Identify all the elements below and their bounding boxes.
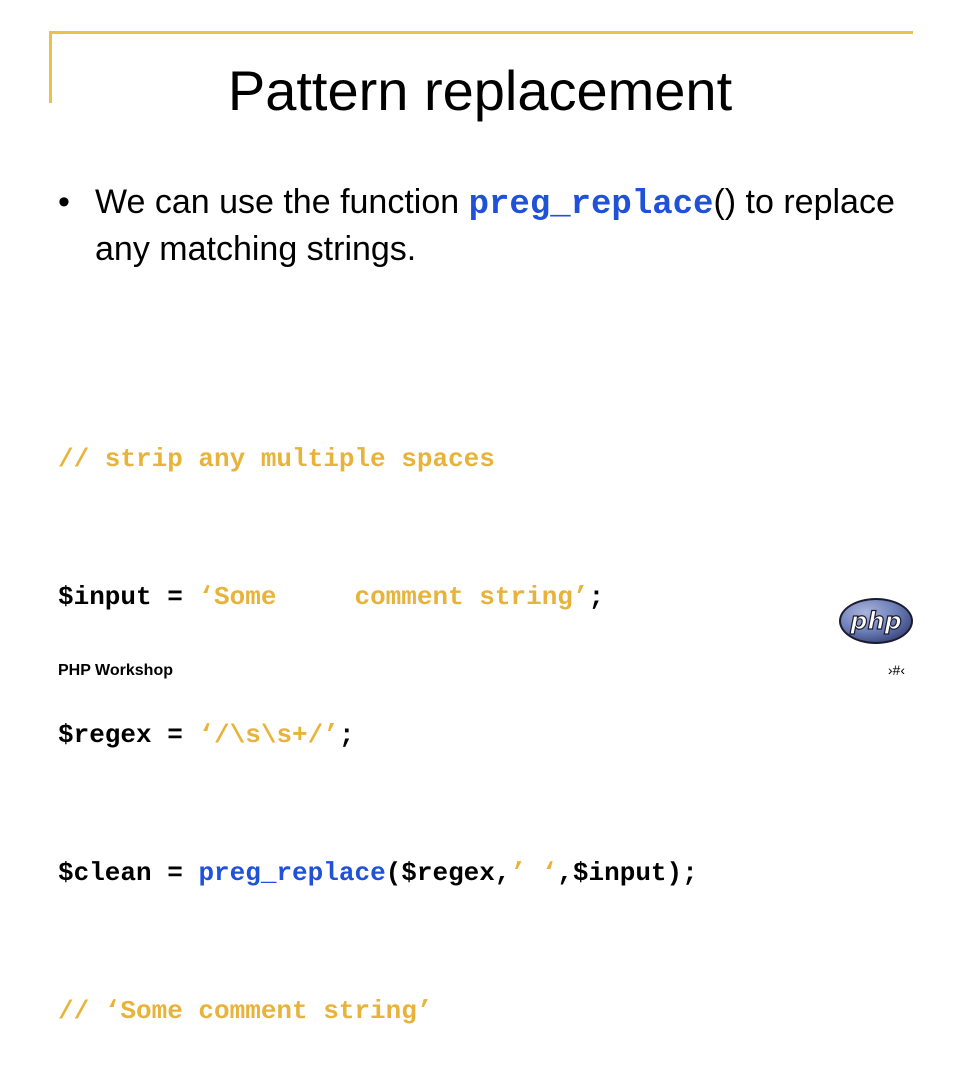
code-clean-line: $clean = preg_replace($regex,’ ‘,$input)… — [58, 850, 698, 896]
footer-left-text: PHP Workshop — [58, 662, 173, 679]
code-input-line: $input = ‘Some comment string’; — [58, 574, 698, 620]
bullet-text: We can use the function preg_replace() t… — [95, 180, 915, 271]
code-args-string: ’ ‘ — [510, 858, 558, 888]
function-name: preg_replace — [468, 186, 714, 224]
slide-number: ›#‹ — [887, 662, 905, 678]
slide-title: Pattern replacement — [227, 59, 733, 122]
code-args-start: ($regex, — [385, 858, 511, 888]
code-semicolon: ; — [588, 582, 605, 612]
code-string-input: ‘Some comment string’ — [198, 582, 589, 612]
code-block: // strip any multiple spaces $input = ‘S… — [58, 344, 698, 1080]
code-result-comment-line: // ‘Some comment string’ — [58, 996, 433, 1026]
php-logo-icon: php — [839, 598, 913, 644]
accent-bar-horizontal — [49, 31, 913, 34]
code-comment-line: // strip any multiple spaces — [58, 444, 495, 474]
code-args-end: ,$input); — [557, 858, 698, 888]
code-var-input: $input = — [58, 582, 199, 612]
code-var-regex: $regex = — [58, 720, 199, 750]
code-var-clean: $clean = — [58, 858, 199, 888]
code-semicolon: ; — [338, 720, 355, 750]
bullet-text-before: We can use the function — [95, 183, 469, 221]
code-string-regex: ‘/\s\s+/’ — [198, 720, 339, 750]
accent-bar-vertical — [49, 31, 52, 103]
code-regex-line: $regex = ‘/\s\s+/’; — [58, 712, 698, 758]
bullet-symbol: • — [58, 183, 70, 221]
php-logo-text: php — [849, 607, 901, 635]
bullet-text-after: () to replace any matching strings. — [95, 183, 895, 268]
code-function-call: preg_replace — [198, 858, 386, 888]
